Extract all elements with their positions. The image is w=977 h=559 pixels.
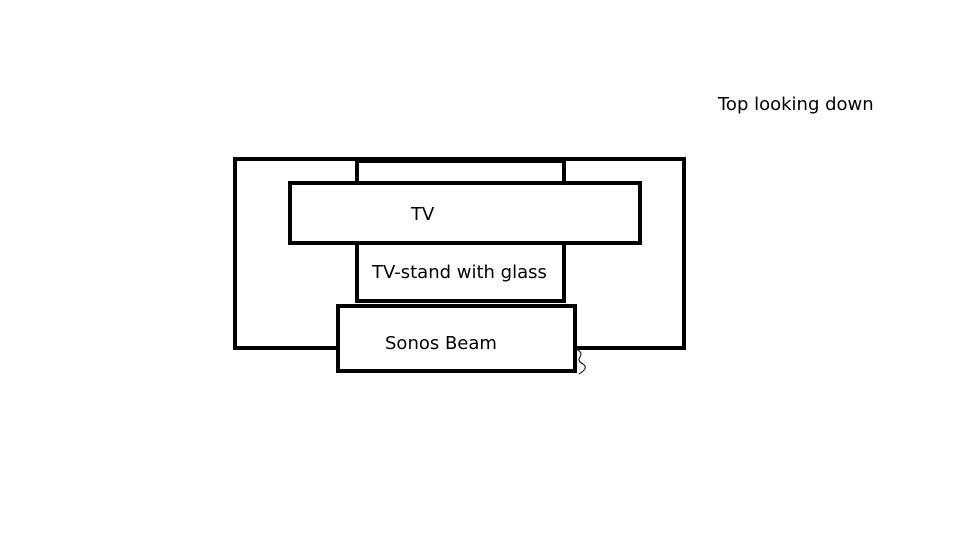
cable-squiggle — [575, 348, 586, 375]
view-caption: Top looking down — [717, 94, 874, 115]
tv-box — [288, 181, 642, 245]
tv-stand-box — [355, 238, 566, 303]
tv-label: TV — [410, 204, 435, 225]
sonos-beam-label: Sonos Beam — [385, 333, 497, 354]
tv-stand-label: TV-stand with glass — [371, 262, 547, 283]
sonos-beam-box — [336, 304, 577, 373]
